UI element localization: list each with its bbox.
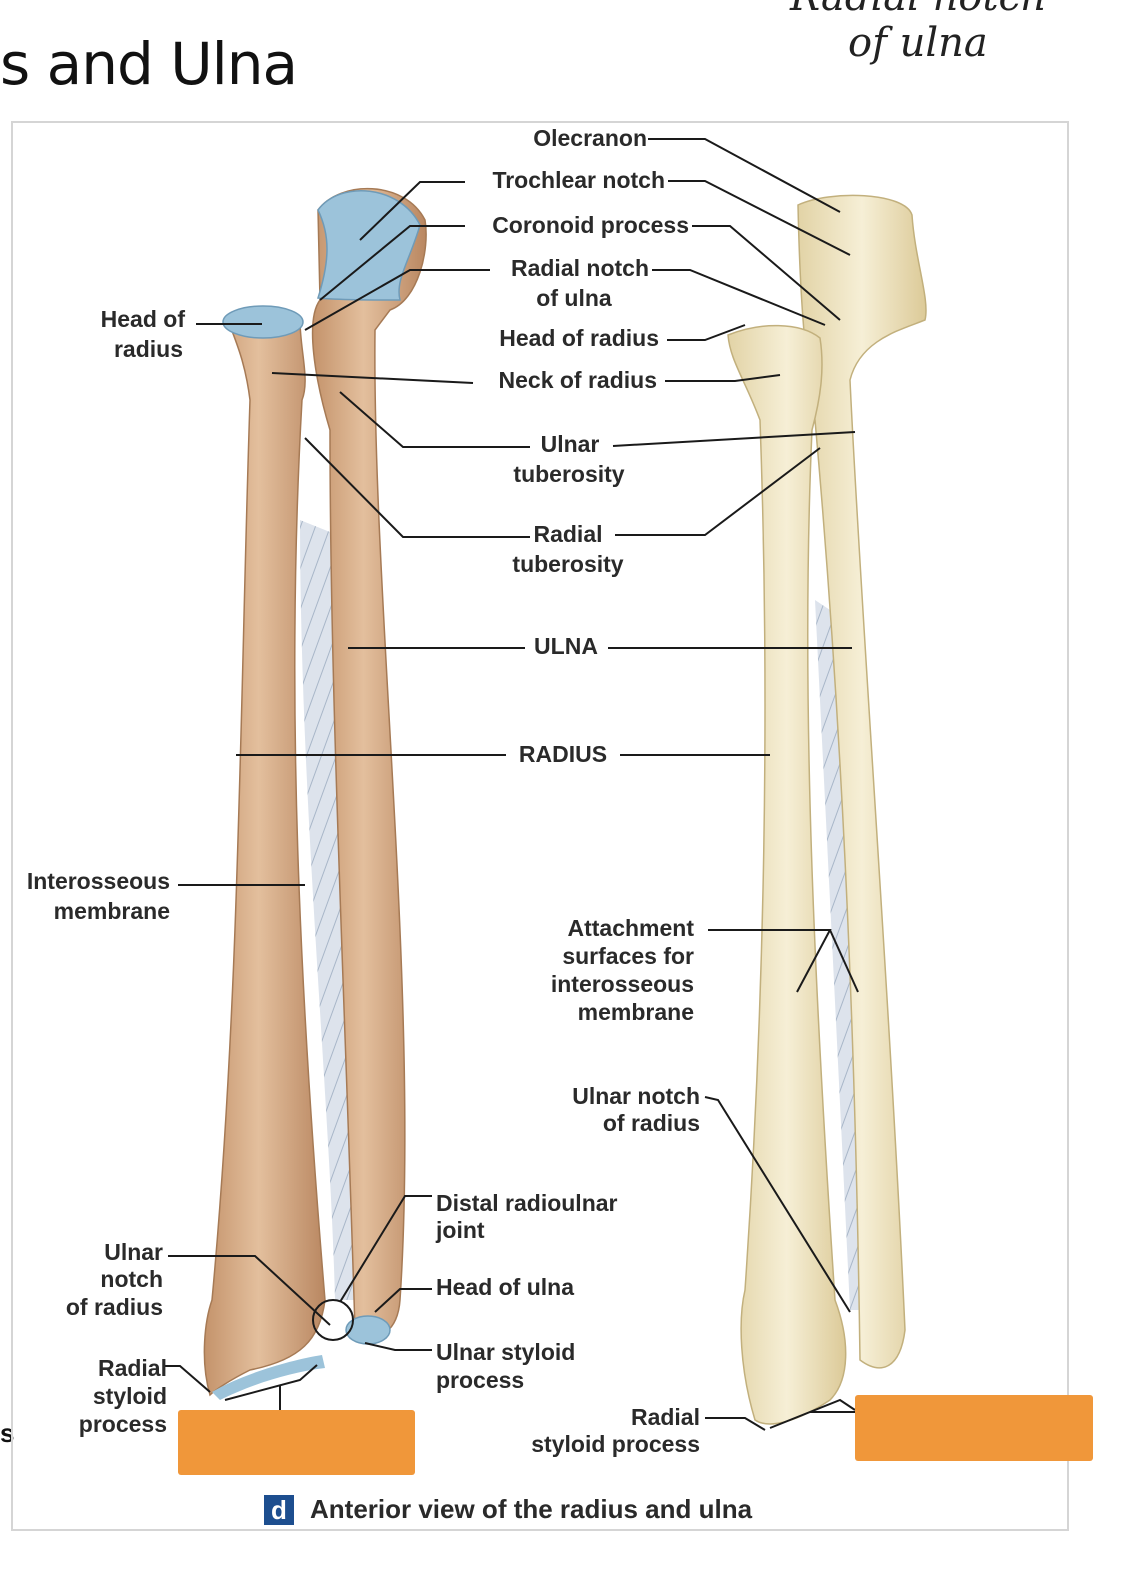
label-ulnar-notch-right-1: Ulnar notch (572, 1083, 700, 1109)
figure-frame (11, 121, 1069, 1531)
illustrated-bones (203, 187, 427, 1400)
edge-fragment: s (0, 1418, 15, 1448)
label-distal-radioulnar-1: Distal radioulnar (436, 1190, 618, 1216)
distal-joint-circle (312, 1299, 354, 1341)
label-interosseous-1: Interosseous (27, 868, 170, 894)
label-attachment-1: Attachment (567, 915, 694, 941)
label-ulna: ULNA (534, 633, 598, 659)
label-radial-styloid-right-1: Radial (631, 1404, 700, 1430)
label-radial-styloid-left-1: Radial (98, 1355, 167, 1381)
label-ulnar-tuberosity-1: Ulnar (541, 431, 600, 457)
handwritten-note-line2: of ulna (848, 20, 988, 66)
label-ulnar-notch-left-3: of radius (66, 1294, 163, 1320)
figure-caption: Anterior view of the radius and ulna (310, 1494, 753, 1524)
leader-lines (165, 138, 859, 1431)
label-ulnar-styloid-2: process (436, 1367, 524, 1393)
handwritten-note-line1: Radial notch (790, 0, 1047, 20)
radius-illustration (203, 319, 326, 1397)
label-attachment-4: membrane (578, 999, 694, 1025)
label-radial-styloid-left-3: process (79, 1411, 167, 1437)
label-olecranon: Olecranon (533, 125, 647, 151)
label-ulnar-styloid-1: Ulnar styloid (436, 1339, 575, 1365)
radial-head-cartilage (222, 305, 304, 339)
answer-cover-box-right[interactable] (855, 1395, 1093, 1461)
label-attachment-3: interosseous (551, 971, 694, 997)
radius-photo (727, 324, 847, 1425)
label-radial-tuberosity-1: Radial (533, 521, 602, 547)
label-radius: RADIUS (519, 741, 607, 767)
label-radial-notch-2: of ulna (536, 285, 612, 311)
label-radial-notch-1: Radial notch (511, 255, 649, 281)
photo-bones (727, 194, 927, 1425)
labels: Olecranon Trochlear notch Coronoid proce… (27, 125, 700, 1457)
label-head-of-radius-left-2: radius (114, 336, 183, 362)
trochlear-notch-cartilage (317, 189, 421, 301)
label-head-of-ulna: Head of ulna (436, 1274, 574, 1300)
label-radial-tuberosity-2: tuberosity (512, 551, 623, 577)
label-ulnar-notch-left-2: notch (100, 1266, 163, 1292)
label-head-of-radius-left-1: Head of (101, 306, 186, 332)
label-neck-of-radius: Neck of radius (499, 367, 658, 393)
slide-title: s and Ulna (0, 30, 298, 98)
label-radial-styloid-left-2: styloid (93, 1383, 167, 1409)
label-interosseous-2: membrane (54, 898, 170, 924)
label-trochlear-notch: Trochlear notch (492, 167, 665, 193)
label-distal-radioulnar-2: joint (435, 1217, 485, 1243)
label-radial-styloid-right-2: styloid process (531, 1431, 700, 1457)
label-head-of-radius: Head of radius (499, 325, 659, 351)
answer-cover-box-left[interactable] (178, 1410, 415, 1475)
label-ulnar-notch-right-2: of radius (603, 1110, 700, 1136)
label-coronoid-process: Coronoid process (492, 212, 689, 238)
label-attachment-2: surfaces for (562, 943, 694, 969)
label-ulnar-notch-left-1: Ulnar (104, 1239, 163, 1265)
label-ulnar-tuberosity-2: tuberosity (513, 461, 624, 487)
caption-badge: d (264, 1495, 294, 1525)
distal-radius-cartilage (212, 1355, 325, 1400)
ulna-photo (797, 194, 927, 1369)
